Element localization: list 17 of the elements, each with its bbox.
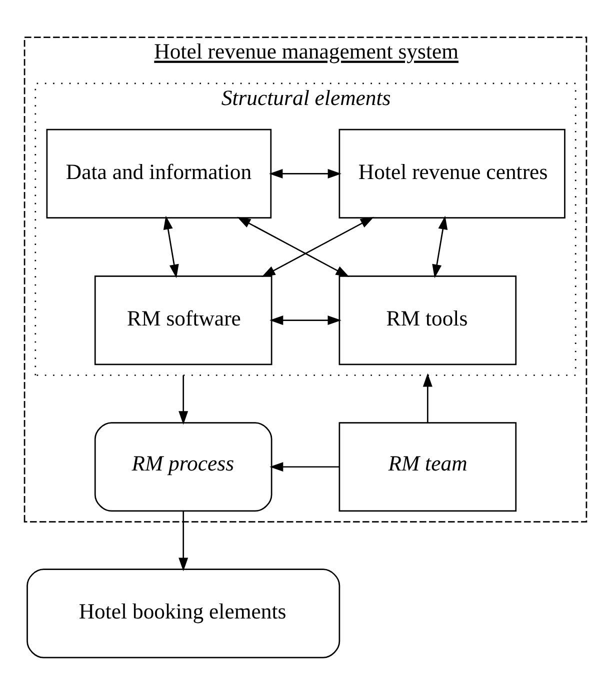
arrow	[163, 215, 179, 278]
node-box: Data and information	[46, 128, 272, 218]
arrow	[178, 510, 188, 571]
node-box: RM tools	[338, 275, 517, 365]
arrow	[270, 462, 340, 472]
arrow	[178, 374, 188, 424]
node-box: Hotel revenue centres	[338, 128, 566, 218]
node-box: RM team	[338, 422, 517, 512]
node-box: RM software	[94, 275, 272, 365]
arrow	[262, 216, 374, 277]
arrow	[237, 216, 350, 277]
node-box: RM process	[94, 422, 272, 512]
arrow	[270, 315, 342, 325]
arrow	[269, 168, 342, 178]
arrow	[432, 215, 448, 278]
node-box: Hotel booking elements	[26, 568, 340, 658]
arrow	[422, 372, 432, 422]
